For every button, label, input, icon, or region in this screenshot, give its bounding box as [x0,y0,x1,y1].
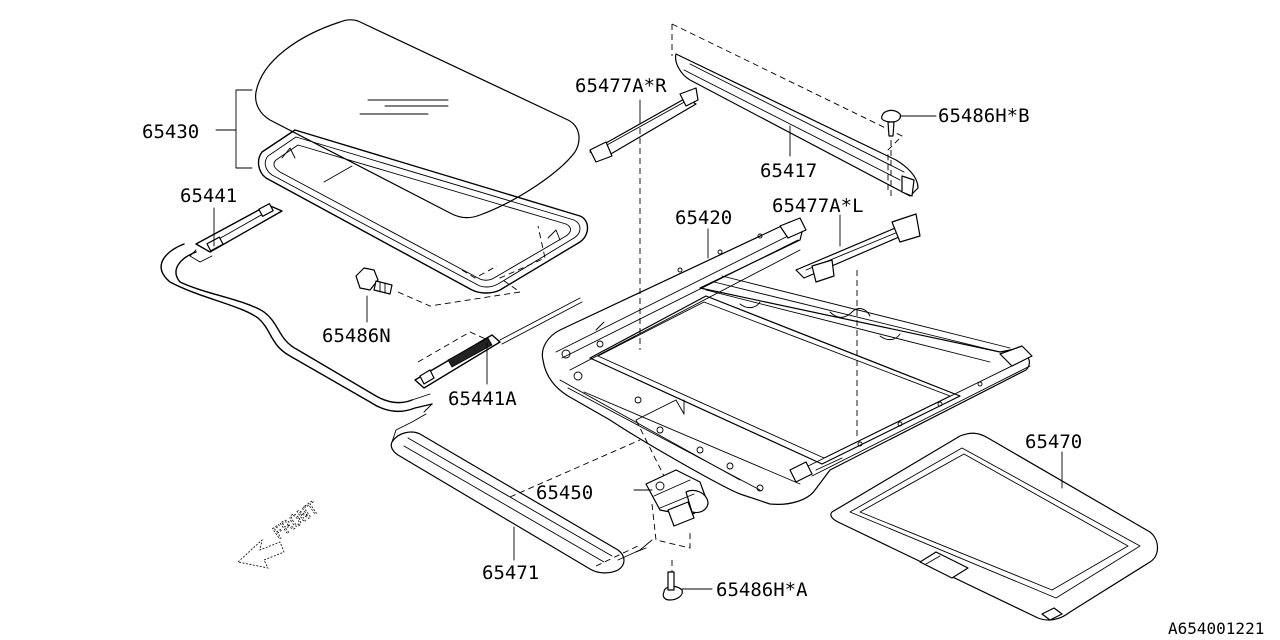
deflector-strip-65471-part [390,413,653,574]
guide-rail-65441-part [189,203,283,263]
label-65420: 65420 [675,207,732,229]
label-65430: 65430 [142,121,199,143]
sunroof-motor-65450-part [645,469,709,527]
label-65470: 65470 [1025,431,1082,453]
label-65441: 65441 [180,185,237,207]
front-direction-arrow: FRONT [237,498,323,569]
label-65486H-B: 65486H*B [938,105,1030,127]
glass-frame-seal-part [257,129,589,294]
bolt-65486H-B-part [881,109,902,137]
label-65441A: 65441A [448,388,517,410]
label-65450: 65450 [536,482,593,504]
bracket-65477A-R-part [589,87,699,163]
label-65486N: 65486N [322,325,391,347]
label-65477A-L: 65477A*L [772,195,864,217]
rear-rail-65417-part [675,53,919,197]
label-65417: 65417 [760,160,817,182]
bracket-65477A-L-part [795,213,921,283]
label-65486H-A: 65486H*A [716,579,808,601]
drive-cable-part [160,243,433,413]
sunroof-glass-part [255,19,580,219]
bolt-65486H-A-part [662,571,683,601]
guide-rail-65441A-part [414,297,583,389]
label-65471: 65471 [482,562,539,584]
label-65477A-R: 65477A*R [575,75,667,97]
sunshade-panel-65470-part [830,432,1159,621]
diagram-code: A654001221 [1168,619,1264,638]
bolt-65486N-part [355,267,393,295]
sunroof-frame-65420-part [541,217,1033,505]
front-label: FRONT [269,498,322,544]
